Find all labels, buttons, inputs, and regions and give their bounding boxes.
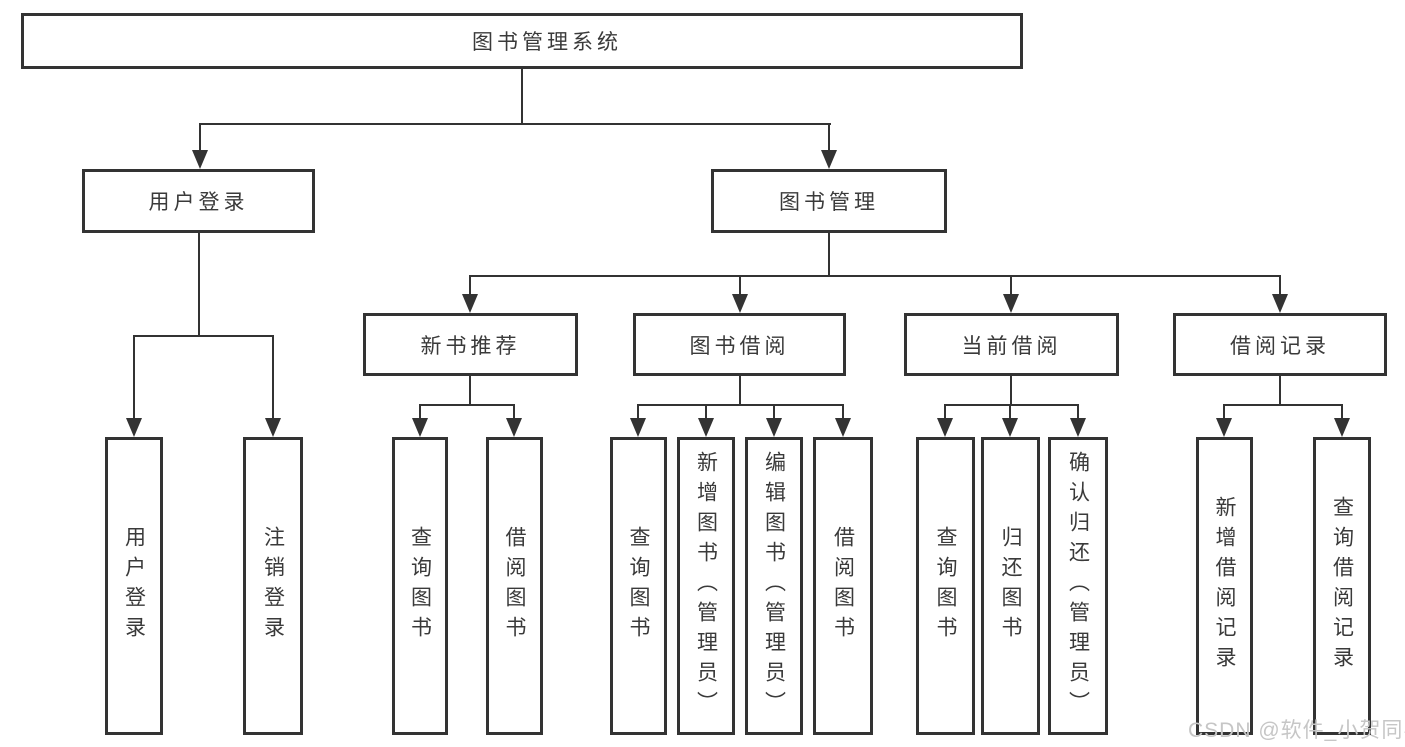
node-label: 图书管理 xyxy=(779,191,879,214)
connector-arrow xyxy=(1002,418,1018,437)
leaf-return-books: 归还图书 xyxy=(981,437,1040,735)
connector-arrow xyxy=(732,294,748,313)
node-new-book-recommend: 新书推荐 xyxy=(363,313,578,376)
connector-line xyxy=(637,404,844,406)
connector-line xyxy=(469,376,471,406)
leaf-user-login: 用户登录 xyxy=(105,437,163,735)
connector-line xyxy=(469,275,1281,277)
leaf-confirm-return-admin: 确认归还（管理员） xyxy=(1048,437,1108,735)
connector-line xyxy=(944,404,1079,406)
leaf-query-books-current: 查询图书 xyxy=(916,437,975,735)
connector-line xyxy=(469,275,471,296)
connector-line xyxy=(199,123,831,125)
leaf-label: 确认归还（管理员） xyxy=(1066,451,1090,721)
node-current-borrow: 当前借阅 xyxy=(904,313,1119,376)
connector-line xyxy=(133,335,274,337)
connector-line xyxy=(739,275,741,296)
connector-arrow xyxy=(265,418,281,437)
connector-line xyxy=(419,404,515,406)
node-label: 图书借阅 xyxy=(689,334,790,358)
connector-line xyxy=(1223,404,1343,406)
leaf-label: 查询借阅记录 xyxy=(1330,496,1354,676)
connector-line xyxy=(739,376,741,406)
connector-arrow xyxy=(766,418,782,437)
connector-line xyxy=(521,69,523,125)
leaf-add-books-admin: 新增图书（管理员） xyxy=(677,437,735,735)
leaf-query-books-borrow: 查询图书 xyxy=(610,437,667,735)
connector-line xyxy=(513,404,515,420)
connector-arrow xyxy=(937,418,953,437)
connector-arrow xyxy=(412,418,428,437)
leaf-label: 借阅图书 xyxy=(503,526,526,646)
node-borrow-records: 借阅记录 xyxy=(1173,313,1387,376)
leaf-query-books-recommend: 查询图书 xyxy=(392,437,448,735)
leaf-label: 查询图书 xyxy=(408,526,432,646)
leaf-borrow-books-recommend: 借阅图书 xyxy=(486,437,543,735)
node-book-borrow: 图书借阅 xyxy=(633,313,846,376)
node-library-system: 图书管理系统 xyxy=(21,13,1023,69)
connector-arrow xyxy=(1334,418,1350,437)
connector-line xyxy=(133,335,135,420)
leaf-add-borrow-record: 新增借阅记录 xyxy=(1196,437,1253,735)
connector-line xyxy=(419,404,421,420)
leaf-label: 新增图书（管理员） xyxy=(694,451,718,721)
leaf-query-borrow-record: 查询借阅记录 xyxy=(1313,437,1371,735)
connector-line xyxy=(828,233,830,277)
connector-arrow xyxy=(1216,418,1232,437)
connector-line xyxy=(1077,404,1079,420)
connector-line xyxy=(198,233,200,337)
connector-line xyxy=(1010,275,1012,296)
leaf-label: 查询图书 xyxy=(627,526,650,646)
connector-arrow xyxy=(1003,294,1019,313)
connector-line xyxy=(272,335,274,420)
leaf-label: 归还图书 xyxy=(999,526,1022,646)
connector-arrow xyxy=(462,294,478,313)
connector-arrow xyxy=(630,418,646,437)
connector-line xyxy=(828,123,830,153)
node-label: 当前借阅 xyxy=(961,334,1062,358)
leaf-logout: 注销登录 xyxy=(243,437,303,735)
leaf-label: 借阅图书 xyxy=(831,526,855,646)
connector-line xyxy=(842,404,844,420)
leaf-label: 新增借阅记录 xyxy=(1213,496,1236,676)
connector-line xyxy=(1279,275,1281,296)
connector-line xyxy=(773,404,775,420)
leaf-label: 用户登录 xyxy=(122,526,146,646)
connector-arrow xyxy=(1070,418,1086,437)
node-book-management: 图书管理 xyxy=(711,169,947,233)
connector-line xyxy=(1223,404,1225,420)
leaf-edit-books-admin: 编辑图书（管理员） xyxy=(745,437,803,735)
node-user-login: 用户登录 xyxy=(82,169,315,233)
node-label: 用户登录 xyxy=(148,191,249,214)
connector-line xyxy=(199,123,201,153)
connector-line xyxy=(1009,404,1011,420)
connector-arrow xyxy=(506,418,522,437)
connector-arrow xyxy=(821,150,837,169)
connector-arrow xyxy=(126,418,142,437)
connector-arrow xyxy=(1272,294,1288,313)
connector-arrow xyxy=(192,150,208,169)
node-label: 借阅记录 xyxy=(1230,334,1330,358)
node-label: 图书管理系统 xyxy=(472,31,622,54)
leaf-label: 注销登录 xyxy=(261,526,285,646)
connector-line xyxy=(1010,376,1012,406)
node-label: 新书推荐 xyxy=(420,334,521,358)
connector-line xyxy=(1279,376,1281,406)
connector-arrow xyxy=(698,418,714,437)
leaf-label: 查询图书 xyxy=(934,526,957,646)
connector-line xyxy=(1341,404,1343,420)
connector-line xyxy=(944,404,946,420)
leaf-borrow-books: 借阅图书 xyxy=(813,437,873,735)
connector-line xyxy=(705,404,707,420)
connector-arrow xyxy=(835,418,851,437)
csdn-watermark: CSDN @软件_小贺同学 xyxy=(1188,719,1405,742)
connector-line xyxy=(637,404,639,420)
leaf-label: 编辑图书（管理员） xyxy=(762,451,786,721)
